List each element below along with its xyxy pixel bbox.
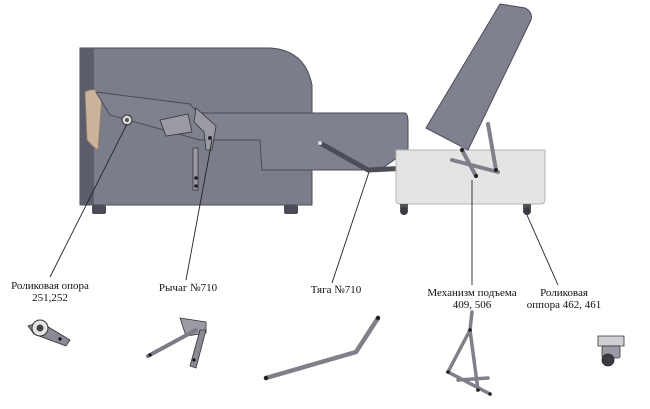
lift-mechanism-pivots <box>460 148 498 178</box>
leader-rod <box>331 171 370 284</box>
seat-box <box>395 149 546 215</box>
backrest-panel <box>425 3 532 151</box>
label-rod-line1: Тяга №710 <box>310 284 362 296</box>
label-roller-support-1: Роликовая опора 251,252 <box>4 280 96 304</box>
part-roller-support-2 <box>597 335 625 367</box>
roller-support-on-sofa <box>121 114 133 126</box>
wooden-block <box>84 89 103 151</box>
part-lift-mechanism-pivots <box>446 328 492 396</box>
label-roller-support-2-line2: оппора 462, 461 <box>526 299 602 311</box>
leader-roller-support-1 <box>49 123 128 278</box>
sofa-assembly <box>79 3 546 215</box>
leader-lever <box>185 139 213 281</box>
label-lever-line1: Рычаг №710 <box>158 282 218 294</box>
part-roller-support-1 <box>27 319 71 347</box>
label-lever: Рычаг №710 <box>148 282 228 294</box>
part-lift-mechanism <box>445 310 492 396</box>
label-roller-support-2: Роликовая оппора 462, 461 <box>516 287 612 311</box>
label-roller-support-1-line1: Роликовая опора <box>11 280 89 292</box>
label-roller-support-2-line1: Роликовая <box>540 287 588 299</box>
label-roller-support-1-line2: 251,252 <box>32 292 68 304</box>
label-lift-mechanism-line1: Механизм подъема <box>427 287 517 299</box>
lever-on-sofa <box>159 107 217 191</box>
leader-lines <box>49 123 559 286</box>
part-lever <box>146 317 207 369</box>
caster-right <box>523 204 531 215</box>
leader-roller-support-2 <box>526 214 559 286</box>
label-lift-mechanism-line2: 409, 506 <box>452 299 492 311</box>
label-rod: Тяга №710 <box>296 284 376 296</box>
caster-left <box>400 204 408 215</box>
label-lift-mechanism: Механизм подъема 409, 506 <box>420 287 524 311</box>
part-rod <box>263 315 381 381</box>
